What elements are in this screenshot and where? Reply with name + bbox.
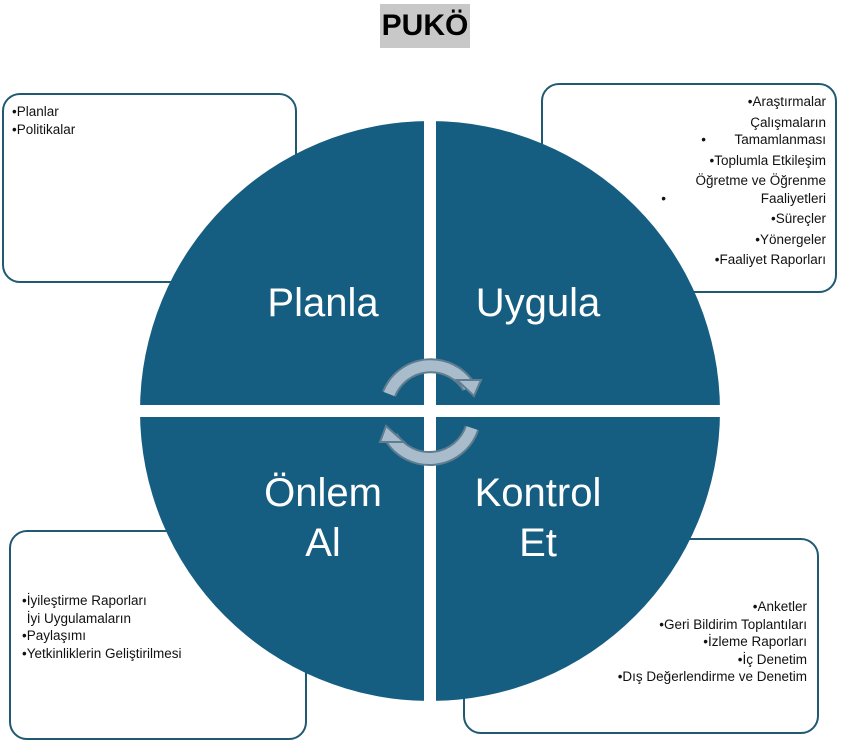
check-item: Geri Bildirim Toplantıları	[473, 616, 807, 634]
act-item: Yetkinliklerin Geliştirilmesi	[22, 645, 297, 663]
do-item-text: Öğretme ve Öğrenme Faaliyetleri	[695, 173, 826, 206]
act-item-text: İyi Uygulamaların Paylaşımı	[26, 610, 132, 644]
quadrant-act-label-line2: Al	[305, 521, 341, 565]
act-item: İyileştirme Raporları	[22, 592, 297, 610]
plan-item: Planlar	[12, 103, 287, 121]
do-item: Araştırmalar	[552, 93, 826, 111]
horizontal-divider	[134, 405, 726, 417]
quadrant-do-label: Uygula	[476, 281, 601, 325]
clockwise-arrow-icon	[382, 358, 483, 398]
check-item: İzleme Raporları	[473, 633, 807, 651]
do-item: Yönergeler	[552, 231, 826, 249]
clockwise-arrow-icon	[378, 424, 480, 466]
do-item: Süreçler	[552, 210, 826, 228]
quadrant-check-label-line2: Et	[519, 521, 557, 565]
quadrant-check	[430, 411, 720, 701]
quadrant-plan	[140, 121, 430, 411]
diagram-title: PUKÖ	[380, 4, 470, 48]
quadrant-do	[430, 121, 720, 411]
check-item: Dış Değerlendirme ve Denetim	[473, 668, 807, 686]
quadrant-act-label-line1: Önlem	[264, 471, 382, 515]
quadrant-act	[140, 411, 430, 701]
pdca-circle	[134, 115, 726, 707]
do-item: Faaliyet Raporları	[552, 251, 826, 269]
do-item: Öğretme ve Öğrenme Faaliyetleri	[552, 172, 826, 207]
do-item-text: Çalışmaların Tamamlanması	[734, 114, 826, 148]
do-item: Toplumla Etkileşim	[552, 152, 826, 170]
check-item: İç Denetim	[473, 651, 807, 669]
quadrant-check-label-line1: Kontrol	[475, 471, 602, 515]
plan-item: Politikalar	[12, 121, 287, 139]
do-item: Çalışmaların Tamamlanması	[552, 114, 826, 149]
check-item: Anketler	[473, 598, 807, 616]
act-item: İyi Uygulamaların Paylaşımı	[22, 610, 297, 645]
quadrant-plan-label: Planla	[267, 281, 379, 325]
